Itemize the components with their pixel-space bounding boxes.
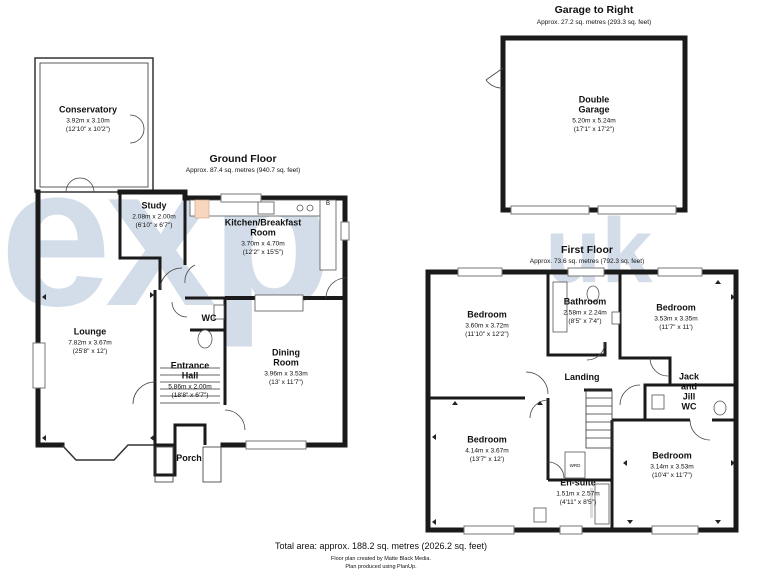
room-name: Jill	[683, 392, 696, 402]
room-name: Garage	[578, 105, 609, 115]
room-name: Bedroom	[656, 302, 696, 312]
garage-door-left	[510, 205, 590, 215]
room-size-metric: 3.92m x 3.10m	[66, 117, 110, 124]
room-size-metric: 3.96m x 3.53m	[264, 371, 308, 378]
watermark-wordmark: exp	[0, 125, 327, 348]
room-name: Dining	[272, 348, 300, 358]
room-name: WC	[682, 402, 697, 412]
room-label-study: Study 2.08m x 2.00m (6'10" x 6'7")	[132, 200, 176, 229]
room-size-metric: 3.53m x 3.35m	[654, 315, 698, 322]
room-name: Hall	[182, 371, 199, 381]
room-size-imperial: (6'10" x 6'7")	[136, 222, 173, 229]
room-name: Double	[579, 95, 610, 105]
porch-frame	[154, 446, 174, 483]
ground-floor-area: Approx. 87.4 sq. metres (940.7 sq. feet)	[186, 167, 301, 174]
room-size-imperial: (25'8" x 12')	[73, 348, 108, 355]
room-size-imperial: (12'10" x 10'2")	[66, 126, 110, 133]
dining-window	[245, 440, 307, 450]
room-label-bathroom: Bathroom 2.58m x 2.24m (8'5" x 7'4")	[563, 296, 607, 325]
garage-side-door	[485, 67, 504, 81]
room-name: Entrance	[171, 361, 210, 371]
room-name: Bedroom	[467, 434, 507, 444]
boiler-label: B	[326, 201, 330, 207]
garage-door-right	[597, 205, 677, 215]
room-size-imperial: (13'7" x 12')	[470, 456, 505, 463]
room-size-metric: 3.14m x 3.53m	[650, 463, 694, 470]
first-floor-area: Approx. 73.6 sq. metres (792.3 sq. feet)	[530, 258, 645, 265]
room-label-bedroom-1: Bedroom 3.60m x 3.72m (11'10" x 12'2")	[465, 309, 509, 338]
room-name: and	[681, 382, 697, 392]
room-name: Lounge	[74, 326, 107, 336]
ground-floor-heading: Ground Floor	[209, 153, 276, 165]
room-size-metric: 4.14m x 3.67m	[465, 447, 509, 454]
room-size-imperial: (17'1" x 17'2")	[574, 126, 615, 133]
room-name: WC	[202, 313, 217, 323]
ground-floor-outer-wall	[35, 189, 65, 448]
footer: Total area: approx. 188.2 sq. metres (20…	[275, 541, 487, 570]
room-name: Jack	[679, 372, 700, 382]
credit-line-2: Plan produced using PlanUp.	[345, 564, 417, 570]
room-size-imperial: (10'4" x 11'7")	[652, 472, 692, 479]
room-size-imperial: (4'11" x 8'5")	[560, 499, 596, 506]
room-name: Landing	[565, 372, 600, 382]
room-size-imperial: (18'8" x 6'7")	[172, 392, 209, 399]
room-label-en-suite: En-suite 1.51m x 2.57m (4'11" x 8'5")	[556, 477, 600, 506]
room-name: Porch	[176, 453, 202, 463]
garage-walls	[500, 35, 688, 213]
room-label-porch: Porch	[176, 453, 202, 463]
room-label-lounge: Lounge 7.82m x 3.67m (25'8" x 12')	[68, 326, 112, 355]
wardrobe-label: WRD	[570, 463, 581, 468]
first-floor-heading: First Floor	[561, 244, 613, 256]
room-name: Study	[141, 200, 166, 210]
first-floor-plan: First Floor Approx. 73.6 sq. metres (792…	[425, 244, 739, 535]
garage-area: Approx. 27.2 sq. metres (293.3 sq. feet)	[537, 19, 652, 26]
room-size-imperial: (8'5" x 7'4")	[568, 318, 601, 325]
room-name: Room	[250, 228, 276, 238]
room-label-conservatory: Conservatory 3.92m x 3.10m (12'10" x 10'2"…	[59, 104, 117, 132]
ground-floor-plan: Ground Floor Approx. 87.4 sq. metres (94…	[32, 57, 350, 483]
room-size-metric: 2.58m x 2.24m	[563, 309, 607, 316]
room-size-imperial: (13' x 11'7")	[269, 379, 303, 386]
room-size-metric: 7.82m x 3.67m	[68, 339, 112, 346]
room-name: Bedroom	[652, 450, 692, 460]
room-label-wc: WC	[202, 313, 217, 323]
room-name: Kitchen/Breakfast	[225, 218, 302, 228]
bath	[552, 281, 568, 333]
total-area: Total area: approx. 188.2 sq. metres (20…	[275, 541, 487, 551]
room-name: Conservatory	[59, 104, 117, 114]
room-size-metric: 2.08m x 2.00m	[132, 213, 176, 220]
room-name: Bathroom	[564, 296, 607, 306]
room-label-bedroom-2: Bedroom 3.53m x 3.35m (11'7" x 11')	[654, 302, 698, 331]
room-size-metric: 1.51m x 2.57m	[556, 490, 600, 497]
room-label-bedroom-3: Bedroom 4.14m x 3.67m (13'7" x 12')	[465, 434, 509, 463]
room-size-metric: 3.70m x 4.70m	[241, 241, 285, 248]
room-size-metric: 5.20m x 5.24m	[572, 118, 616, 125]
garage-heading: Garage to Right	[555, 4, 634, 16]
garage-plan: Garage to Right Approx. 27.2 sq. metres …	[485, 4, 688, 215]
room-name: Bedroom	[467, 309, 507, 319]
room-label-bedroom-4: Bedroom 3.14m x 3.53m (10'4" x 11'7")	[650, 450, 694, 479]
room-size-imperial: (11'7" x 11')	[659, 324, 693, 331]
room-label-landing: Landing	[565, 372, 600, 382]
room-name: Room	[273, 358, 299, 368]
room-size-imperial: (11'10" x 12'2")	[465, 331, 509, 338]
room-size-metric: 5.86m x 2.00m	[168, 384, 212, 391]
watermark: exp uk	[0, 125, 653, 348]
credit-line-1: Floor plan created by Matte Black Media.	[331, 556, 431, 562]
lounge-fireplace	[32, 342, 46, 389]
room-name: En-suite	[560, 477, 596, 487]
room-size-metric: 3.60m x 3.72m	[465, 322, 509, 329]
room-size-imperial: (12'2" x 15'5")	[243, 249, 284, 256]
